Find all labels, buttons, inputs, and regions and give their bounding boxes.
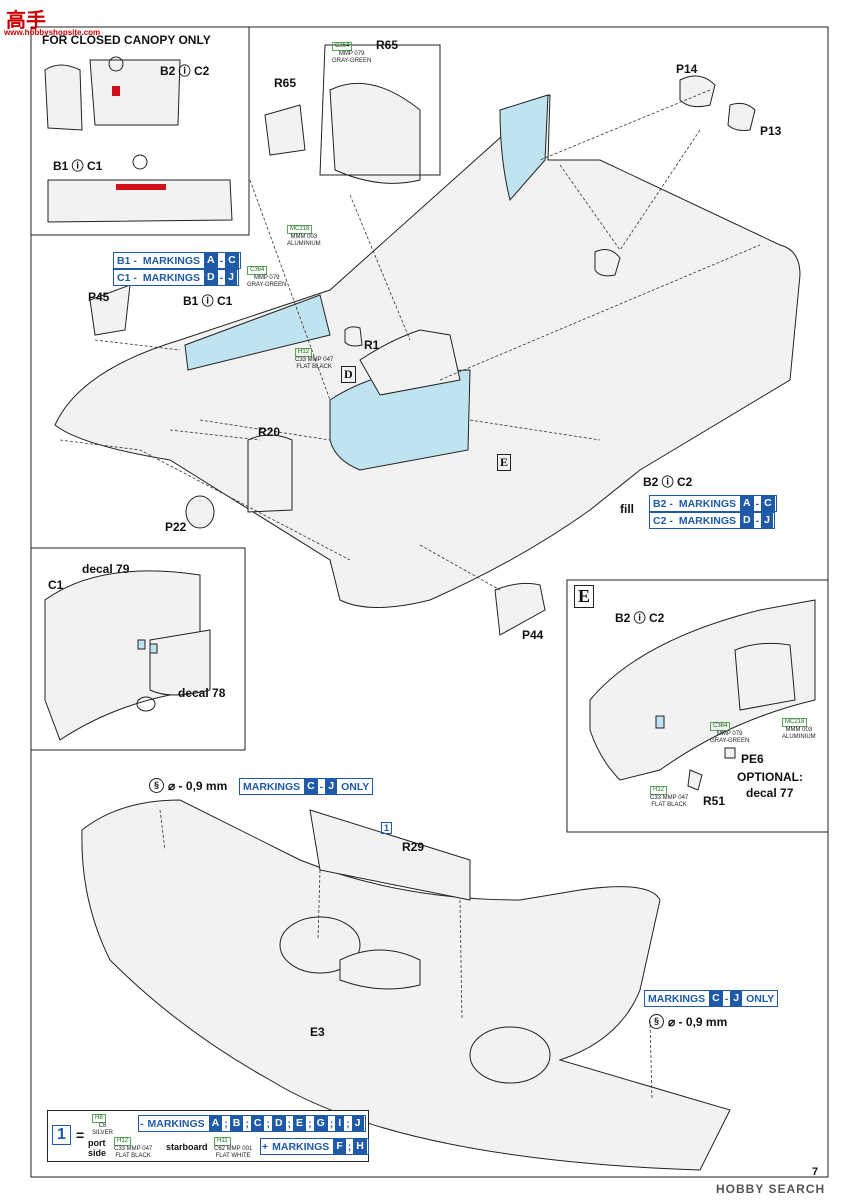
detail-e-gray-green: C364 MMP 079 GRAY-GREEN	[710, 722, 750, 744]
b2c2-label: B2 ⓘ C2	[643, 475, 693, 489]
legend-port-side: port side	[88, 1138, 107, 1158]
drill-icon-right: §	[649, 1014, 664, 1029]
part-pe6: PE6	[741, 752, 764, 766]
paint-legend: 1 = H8 C8 SILVER -MARKINGS A; B; C; D; E…	[47, 1110, 369, 1162]
canopy-b1c1-label: B1 ⓘ C1	[53, 159, 103, 173]
page-number: 7	[812, 1166, 819, 1178]
drill-icon-left: §	[149, 778, 164, 793]
legend-silver: H8 C8 SILVER	[92, 1114, 113, 1136]
optional-label: OPTIONAL:	[737, 770, 803, 784]
r20-part	[247, 434, 293, 513]
legend-number: 1	[52, 1125, 71, 1145]
brand-logo: 高手	[6, 10, 46, 32]
fill-label: fill	[620, 502, 634, 516]
legend-row1-markings: -MARKINGS A; B; C; D; E; G; I; J	[138, 1115, 366, 1132]
flat-black-code: H12 C33 MMP 047 FLAT BLACK	[295, 348, 334, 370]
r29-part	[309, 809, 471, 901]
r29-ref: 1	[381, 822, 393, 834]
legend-equals: =	[76, 1127, 85, 1143]
b1c1-label: B1 ⓘ C1	[183, 294, 233, 308]
r65-gray-green-code: C364 MMP 079 GRAY-GREEN	[332, 42, 372, 64]
part-r65-right: R65	[376, 38, 399, 52]
drill-right-size: ⌀ - 0,9 mm	[668, 1015, 728, 1029]
step-d: D	[341, 366, 356, 383]
legend-starboard: starboard	[166, 1142, 208, 1152]
part-r51: R51	[703, 794, 726, 808]
part-p44: P44	[522, 628, 544, 642]
part-e3: E3	[310, 1025, 325, 1039]
brand-site: www.hobbyshopsite.com	[4, 28, 101, 37]
gray-green-code: C364 MMP 079 GRAY-GREEN	[247, 266, 287, 288]
part-p14: P14	[676, 62, 698, 76]
detail-e-title: B2 ⓘ C2	[615, 611, 665, 625]
detail-c1-label: C1	[48, 578, 64, 592]
decal-78: decal 78	[178, 686, 226, 700]
legend-port-code: H12 C33 MMP 047 FLAT BLACK	[114, 1137, 153, 1159]
detail-e-flat-black: H12 C33 MMP 047 FLAT BLACK	[650, 786, 689, 808]
detail-e-letter: E	[574, 585, 595, 608]
legend-starboard-code: H11 C62 MMP 001 FLAT WHITE	[214, 1137, 253, 1159]
part-p22: P22	[165, 520, 187, 534]
part-p13: P13	[760, 124, 782, 138]
drill-left-size: ⌀ - 0,9 mm	[168, 779, 228, 793]
watermark: HOBBY SEARCH	[716, 1182, 826, 1196]
legend-row2-markings: +MARKINGS F; H	[260, 1138, 369, 1155]
canopy-b2c2-label: B2 ⓘ C2	[160, 64, 210, 78]
step-e: E	[497, 454, 512, 471]
p44-part	[494, 582, 546, 636]
canopy-inset-title: FOR CLOSED CANOPY ONLY	[42, 33, 211, 47]
decal-77: decal 77	[746, 786, 794, 800]
part-p45: P45	[88, 290, 110, 304]
detail-e-aluminium: MC218 MMM 003 ALUMINIUM	[782, 718, 816, 740]
decal-79: decal 79	[82, 562, 130, 576]
aluminium-code: MC218 MMM 003 ALUMINIUM	[287, 225, 321, 247]
part-r1: R1	[364, 338, 380, 352]
part-r65-left: R65	[274, 76, 297, 90]
part-r29: R29	[402, 840, 425, 854]
part-r20: R20	[258, 425, 281, 439]
